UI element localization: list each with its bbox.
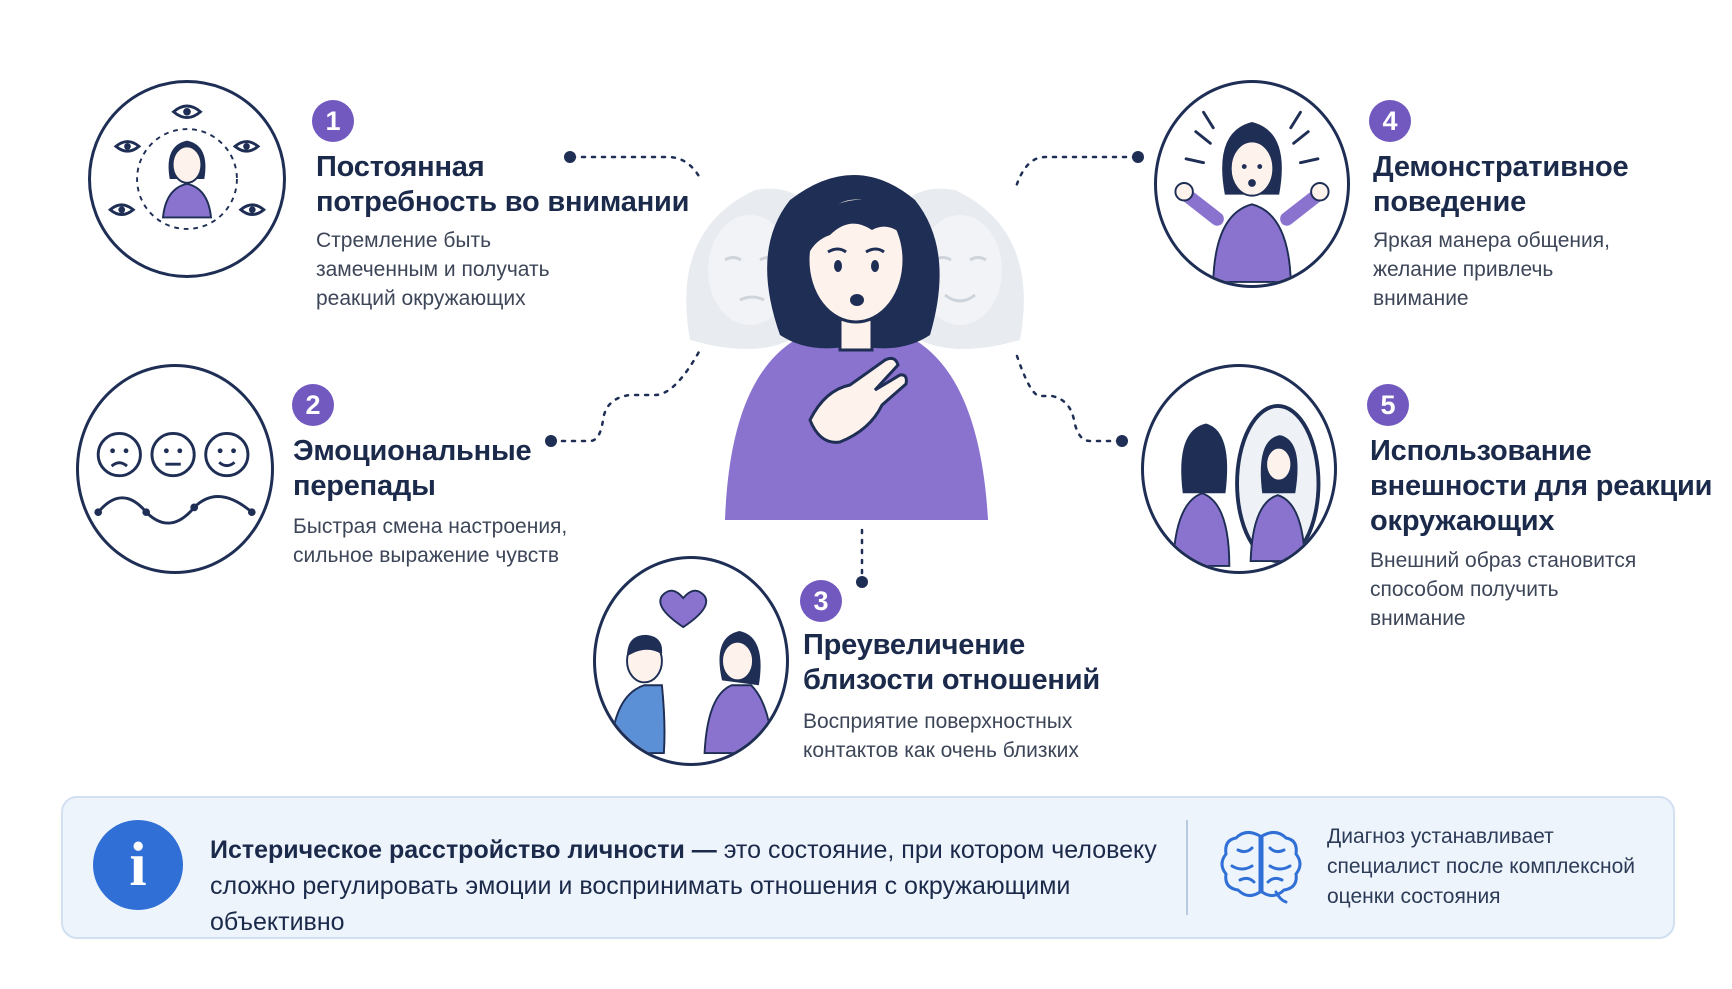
item-3-title: Преувеличение близости отношений: [803, 629, 1100, 696]
item-4-title: Демонстративное поведение: [1373, 151, 1629, 218]
info-icon: i: [93, 820, 183, 910]
diagnosis-note: Диагноз устанавливает специалист после к…: [1327, 825, 1636, 908]
item-1-icon-circle: [88, 80, 286, 278]
item-2-description: Быстрая смена настроения, сильное выраже…: [293, 515, 568, 567]
definition-term: Истерическое расстройство личности —: [210, 836, 717, 864]
item-3-icon-circle: [593, 556, 789, 766]
expressive-woman-icon: [1174, 110, 1330, 283]
definition-text: Истерическое расстройство личности — это…: [210, 832, 1170, 940]
item-5-title: Использование внешности для реакции окру…: [1370, 435, 1713, 537]
item-5-icon-circle: [1141, 364, 1337, 574]
info-divider: [1186, 820, 1188, 915]
item-4-description: Яркая манера общения, желание привлечь в…: [1373, 229, 1610, 310]
item-2-icon-circle: [76, 364, 274, 574]
item-2-title: Эмоциональные перепады: [293, 435, 532, 502]
item-3-description: Восприятие поверхностных контактов как о…: [803, 710, 1079, 762]
item-5-number-badge: 5: [1367, 384, 1409, 426]
couple-heart-icon: [609, 589, 774, 755]
definition-body: это состояние, при котором человеку слож…: [210, 836, 1157, 936]
item-3-number-badge: 3: [800, 580, 842, 622]
item-1-number-badge: 1: [312, 100, 354, 142]
item-4-number-badge: 4: [1369, 100, 1411, 142]
item-5-description: Внешний образ становится способом получи…: [1370, 549, 1637, 630]
item-1-title: Постоянная потребность во внимании: [316, 151, 690, 218]
woman-mirror-icon: [1172, 404, 1321, 567]
eyes-watching-woman-icon: [107, 104, 267, 230]
item-1-description: Стремление быть замеченным и получать ре…: [316, 229, 550, 310]
item-4-icon-circle: [1154, 80, 1350, 288]
brain-icon: [1218, 826, 1304, 906]
item-2-number-badge: 2: [292, 384, 334, 426]
central-woman-illustration: [650, 160, 1060, 530]
info-panel: [61, 796, 1675, 939]
mood-swing-faces-icon: [94, 432, 256, 525]
